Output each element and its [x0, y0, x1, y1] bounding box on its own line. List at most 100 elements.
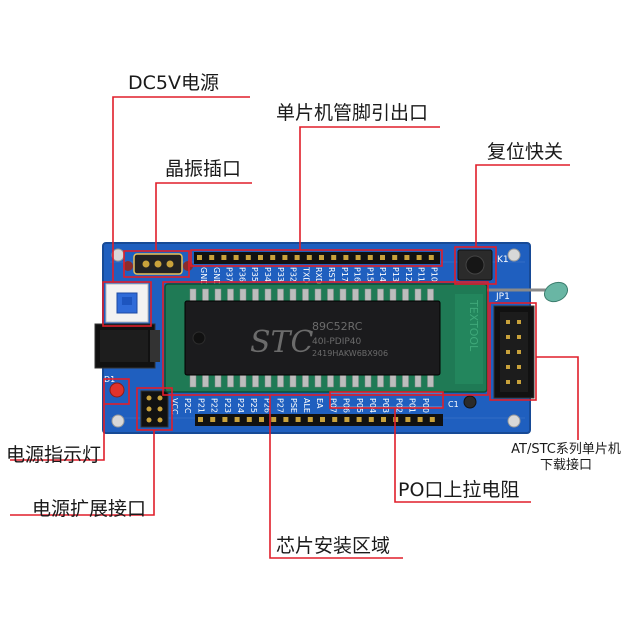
header-pin [197, 255, 202, 260]
power-switch[interactable] [105, 283, 149, 323]
chip-model: 89C52RC [312, 320, 363, 333]
pin-label: P34 [263, 267, 272, 282]
pin-label: P15 [365, 267, 374, 282]
pin-label: P16 [353, 267, 362, 282]
pin-label: VCC [170, 398, 179, 415]
header-pin [294, 255, 300, 260]
download-pin [517, 365, 521, 369]
header-pin [331, 255, 337, 260]
pin-label: GND [212, 267, 221, 285]
header-pin [283, 417, 289, 422]
crystal-socket [123, 253, 193, 275]
header-pin [234, 417, 240, 422]
header-pin [368, 417, 374, 422]
pin-label: P36 [237, 267, 246, 282]
pin-label: P03 [381, 398, 390, 413]
header-pin [295, 417, 301, 422]
pin-label: P21 [196, 398, 205, 413]
header-pin [222, 417, 228, 422]
chip-package: 40I-PDIP40 [312, 337, 362, 347]
pin-label: P26 [262, 398, 271, 413]
pin-label: RST [327, 267, 336, 283]
header-pin [380, 255, 385, 260]
outline-chip-area [162, 281, 489, 396]
pin-label: P32 [289, 267, 298, 282]
download-pin [506, 320, 510, 324]
header-pin [198, 417, 203, 422]
header-pin [270, 255, 276, 260]
pin-label: P27 [276, 398, 285, 413]
callout-pullup: PO口上拉电阻 [398, 479, 520, 501]
header-pin [404, 255, 410, 260]
header-pin [405, 417, 411, 422]
header-pin [428, 255, 434, 260]
callout-dc5v: DC5V电源 [128, 72, 219, 94]
header-pin [429, 417, 435, 422]
download-pin [517, 350, 521, 354]
pin-label: P22 [210, 398, 219, 413]
leader-lines [10, 96, 579, 559]
download-pin [506, 350, 510, 354]
pin-label: P17 [340, 267, 349, 282]
pin-label: EA [315, 398, 324, 409]
download-pin [517, 380, 521, 384]
callout-power-ext: 电源扩展接口 [32, 498, 147, 520]
mcu-chip: STC 89C52RC 40I-PDIP40 2419HAKW6BX906 [184, 300, 441, 376]
reset-button[interactable] [457, 249, 493, 281]
chip-brand: STC [250, 325, 314, 360]
header-pin [307, 417, 313, 422]
callout-chip-area: 芯片安装区域 [276, 535, 391, 557]
pin-label: ALE [302, 398, 311, 413]
header-pin [344, 417, 350, 422]
header-pin [367, 255, 373, 260]
header-pin [259, 417, 264, 422]
header-pin [245, 255, 251, 260]
pin-label: P06 [342, 398, 351, 413]
outline-pin-header-top [190, 249, 443, 267]
header-pin [258, 255, 263, 260]
chip-lot: 2419HAKW6BX906 [312, 349, 388, 358]
download-pin [506, 335, 510, 339]
socket-brand: TEXTOOL [467, 299, 480, 352]
callout-download: AT/STC系列单片机 下载接口 [496, 442, 636, 475]
cap-ref-label: C1 [448, 400, 459, 409]
pin-label: P33 [276, 267, 285, 282]
pin-label: P04 [368, 398, 377, 413]
download-pin [517, 335, 521, 339]
zif-lever[interactable] [487, 279, 571, 305]
header-pin [381, 417, 386, 422]
header-pin [210, 417, 216, 422]
bottom-pin-header [195, 414, 443, 426]
header-pin [417, 417, 423, 422]
header-pin [416, 255, 422, 260]
chip-pins [189, 288, 434, 388]
header-pin [233, 255, 239, 260]
header-pin [392, 255, 398, 260]
callout-pin-header: 单片机管脚引出口 [276, 102, 429, 124]
power-extension-header [140, 390, 169, 428]
download-pin [506, 365, 510, 369]
pin-label: P25 [249, 398, 258, 413]
header-pin [306, 255, 312, 260]
pin-label: P00 [421, 398, 430, 413]
outline-pullup [329, 391, 444, 409]
header-pin [282, 255, 288, 260]
pin-label: P07 [328, 398, 337, 413]
header-pin [320, 417, 325, 422]
outline-led [103, 378, 130, 405]
pin-label: P12 [404, 267, 413, 282]
download-header [493, 305, 535, 399]
top-pin-header [194, 252, 440, 264]
pin-label: P13 [391, 267, 400, 282]
header-pin [246, 417, 252, 422]
pin-label: P2C [183, 398, 192, 414]
callout-crystal: 晶振插口 [165, 158, 242, 180]
header-pin [356, 417, 362, 422]
download-ref-label: JP1 [495, 292, 510, 302]
header-pin [343, 255, 349, 260]
pin-label: P24 [236, 398, 245, 413]
pin-label: P02 [394, 398, 403, 413]
outline-download [489, 302, 537, 401]
